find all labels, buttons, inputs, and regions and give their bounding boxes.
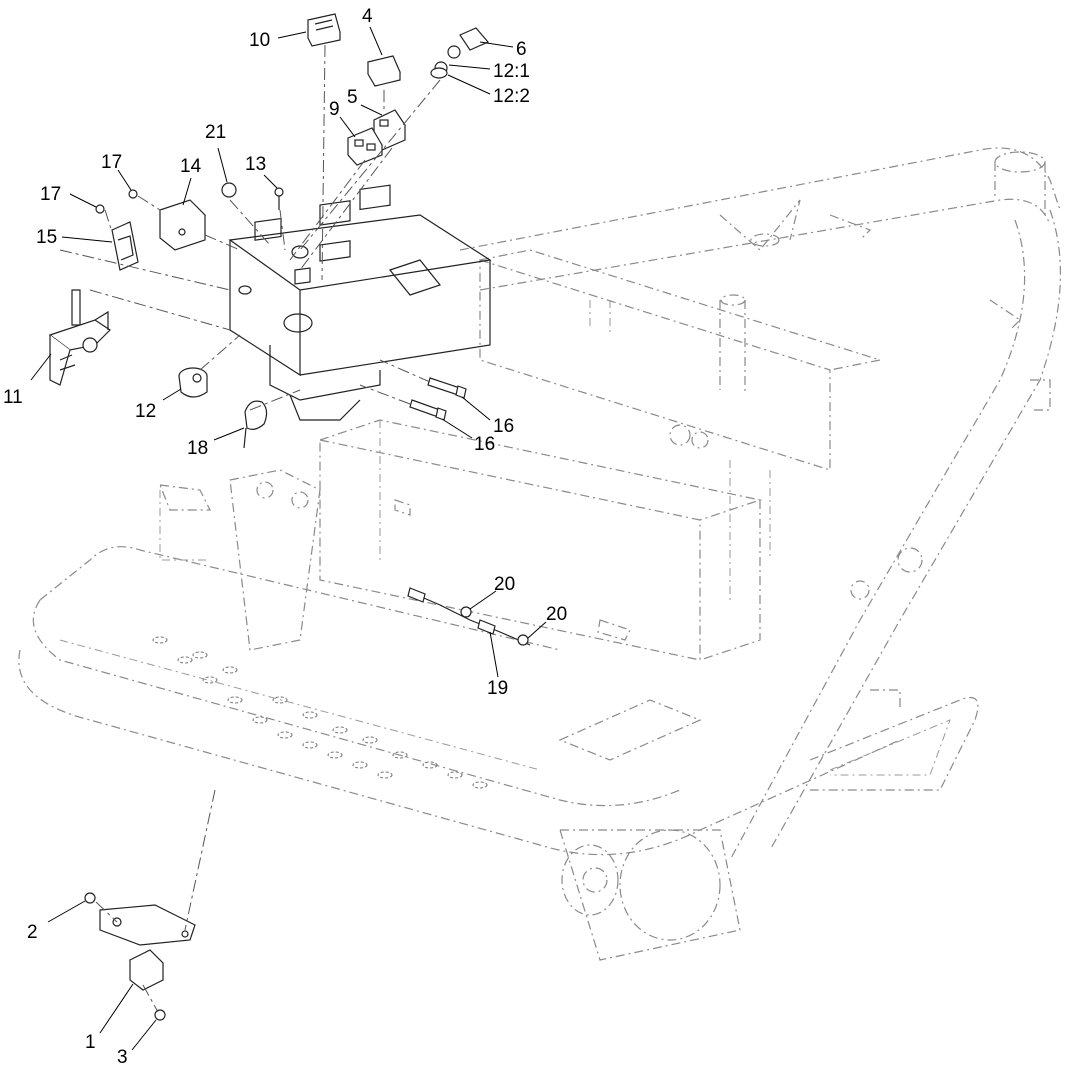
callout-12-2: 12:2: [493, 86, 530, 107]
callout-18: 18: [187, 438, 208, 459]
callout-20-left: 20: [494, 574, 515, 595]
part-switch-5: [373, 109, 406, 151]
callout-12: 12: [135, 401, 156, 422]
callout-1: 1: [85, 1032, 96, 1053]
part-module-14: [158, 199, 207, 251]
part-clip-18: [243, 400, 268, 449]
part-key-6: [447, 27, 489, 59]
part-bolt-16b: [409, 399, 447, 421]
part-cable-19: [407, 587, 531, 646]
control-panel-console: [228, 184, 492, 421]
part-switch-9: [347, 127, 383, 166]
callout-4: 4: [362, 6, 373, 27]
callout-20-right: 20: [546, 604, 567, 625]
part-washer-20a: [460, 606, 472, 618]
callout-13: 13: [245, 154, 266, 175]
assembly-centerlines: [59, 44, 441, 1013]
callout-14: 14: [180, 156, 202, 177]
callout-12-1: 12:1: [493, 61, 530, 82]
part-nut-2: [84, 892, 96, 904]
callout-16-lower: 16: [474, 434, 495, 455]
callout-2: 2: [27, 922, 38, 943]
callout-21: 21: [205, 122, 226, 143]
part-cover-15: [111, 221, 139, 271]
callout-9: 9: [329, 99, 340, 120]
callout-11: 11: [3, 387, 23, 408]
part-washer-20b: [517, 634, 529, 646]
callout-16-upper: 16: [493, 416, 514, 437]
part-nut-3: [154, 1009, 166, 1021]
footplate-holes: [152, 636, 488, 789]
part-washer-12-2: [430, 67, 448, 79]
callout-3: 3: [117, 1047, 128, 1068]
part-switch-10: [307, 13, 341, 47]
part-hourmeter-4: [367, 55, 401, 87]
callout-15: 15: [36, 227, 57, 248]
part-knob-12: [178, 367, 208, 398]
callout-10: 10: [249, 30, 270, 51]
leader-lines: [30, 26, 547, 1051]
callout-6: 6: [516, 39, 527, 60]
part-bolt-16a: [427, 377, 467, 399]
callout-19: 19: [487, 678, 508, 699]
part-bracket: [99, 904, 196, 946]
part-switch-1: [128, 949, 165, 991]
callout-labels: 10 4 6 12:1 12:2 5 9 21 17 14 13 17 15 1…: [3, 6, 567, 1068]
part-nut-17a: [128, 189, 138, 199]
callout-5: 5: [347, 87, 358, 108]
part-nut-17b: [95, 204, 105, 214]
callout-17-upper: 17: [101, 152, 122, 173]
mower-frame: [18, 147, 1062, 961]
part-throttle-11: [48, 289, 111, 386]
part-ball-21: [221, 182, 237, 198]
part-screw-13: [274, 187, 284, 210]
callout-17-lower: 17: [40, 184, 61, 205]
